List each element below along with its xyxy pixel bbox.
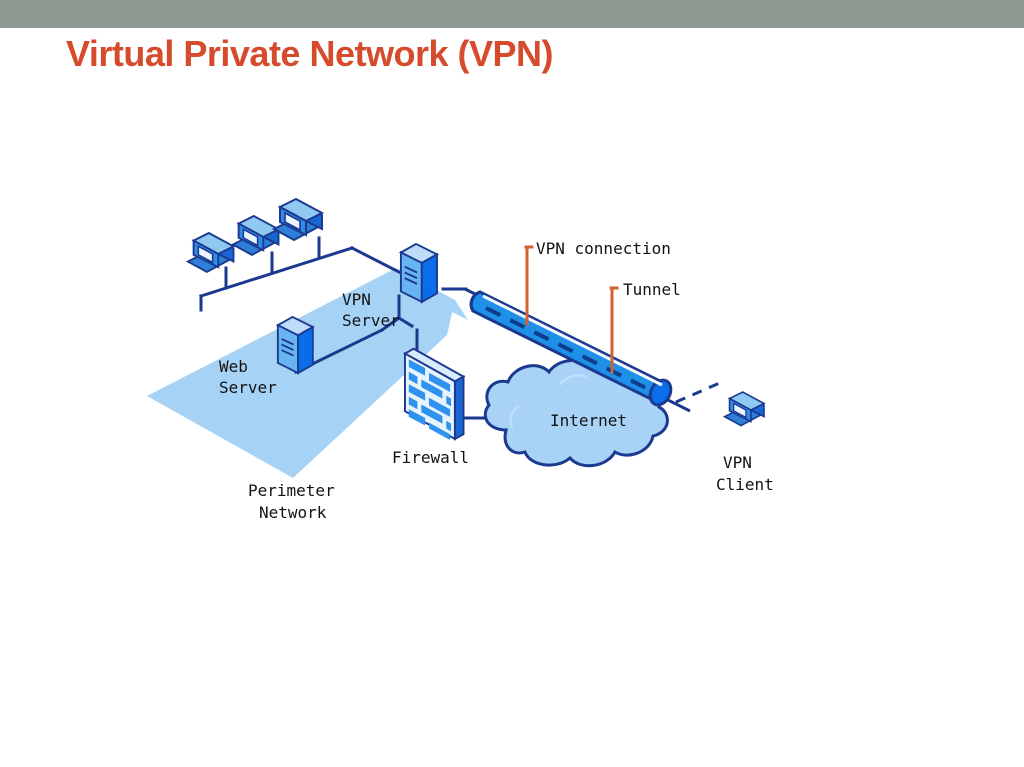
vpn-server-device <box>399 242 438 303</box>
workstation-2 <box>231 215 280 256</box>
label-internet: Internet <box>550 411 627 430</box>
workstation-1 <box>186 232 235 273</box>
label-perimeter-network-line2: Network <box>259 503 327 522</box>
label-vpn-client-line1: VPN <box>723 453 752 472</box>
network-links <box>199 236 502 420</box>
label-firewall: Firewall <box>392 448 469 467</box>
vpn-client-device <box>723 391 765 427</box>
label-tunnel: Tunnel <box>623 280 681 299</box>
firewall-device <box>403 347 465 441</box>
label-vpn-server-line1: VPN <box>342 290 371 309</box>
vpn-tunnel-cylinder <box>464 287 691 413</box>
label-vpn-server-line2: Server <box>342 311 400 330</box>
diagram-labels: VPN Server Web Server Firewall Perimeter… <box>219 239 774 522</box>
leader-lines <box>524 245 619 374</box>
label-perimeter-network-line1: Perimeter <box>248 481 335 500</box>
web-server-device <box>276 316 314 374</box>
label-web-server-line1: Web <box>219 357 248 376</box>
label-web-server-line2: Server <box>219 378 277 397</box>
workstation-3 <box>273 198 323 241</box>
page-title: Virtual Private Network (VPN) <box>66 33 554 74</box>
tunnel-to-client-link <box>675 380 723 404</box>
label-vpn-connection: VPN connection <box>536 239 671 258</box>
label-vpn-client-line2: Client <box>716 475 774 494</box>
slide-header-bar <box>0 0 1024 28</box>
